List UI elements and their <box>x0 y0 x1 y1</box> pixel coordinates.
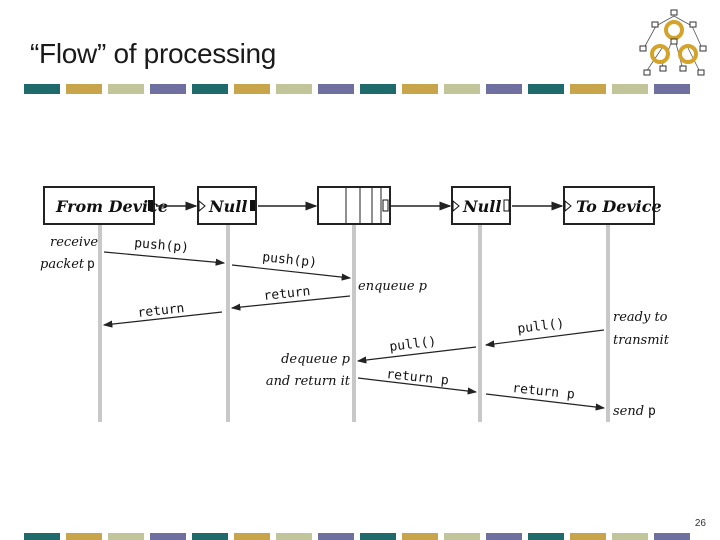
element-null-2: Null <box>451 186 511 225</box>
arrow-return-p-2 <box>485 393 606 411</box>
msg-push-1: push(p) <box>134 236 190 256</box>
note-enqueue: enqueue p <box>358 279 428 294</box>
lifelines <box>98 224 610 422</box>
arrow-push-2 <box>231 264 352 281</box>
note-transmit: transmit <box>613 333 670 348</box>
element-to-device: To Device <box>563 186 662 225</box>
note-dequeue: dequeue p <box>281 352 351 367</box>
msg-push-2: push(p) <box>262 250 318 271</box>
note-packet: packet <box>40 257 85 272</box>
element-null-1-label: Null <box>208 197 247 216</box>
page-number: 26 <box>694 518 706 529</box>
arrow-pull-1 <box>484 329 605 348</box>
arrow-push-1 <box>103 251 226 266</box>
arrow-return-p-1 <box>357 377 478 395</box>
network-graph-icon <box>639 9 707 76</box>
note-send-var: p <box>648 404 656 419</box>
msg-return-p-1: return p <box>386 367 450 388</box>
element-null-1: Null <box>197 186 257 225</box>
element-from-device: From Device <box>43 186 168 225</box>
bottom-stripe <box>24 533 690 540</box>
note-packet-var: p <box>87 257 95 272</box>
msg-return-1: return <box>263 284 311 304</box>
note-and-return: and return it <box>266 374 351 389</box>
msg-pull-2: pull() <box>389 334 437 355</box>
note-ready-to: ready to <box>613 310 668 325</box>
arrow-pull-2 <box>356 346 477 364</box>
message-arrows <box>102 251 606 411</box>
arrow-return-2 <box>102 311 223 328</box>
note-receive: receive <box>50 235 98 250</box>
arrow-return-1 <box>230 295 351 311</box>
msg-return-p-2: return p <box>512 381 576 402</box>
page-title: “Flow” of processing <box>30 38 277 69</box>
msg-pull-1: pull() <box>517 316 565 337</box>
element-queue <box>317 186 391 225</box>
msg-return-2: return <box>137 301 185 321</box>
top-stripe <box>24 84 690 94</box>
element-null-2-label: Null <box>462 197 501 216</box>
element-to-device-label: To Device <box>576 197 662 216</box>
note-send: send <box>613 404 644 419</box>
element-from-device-label: From Device <box>55 197 168 216</box>
